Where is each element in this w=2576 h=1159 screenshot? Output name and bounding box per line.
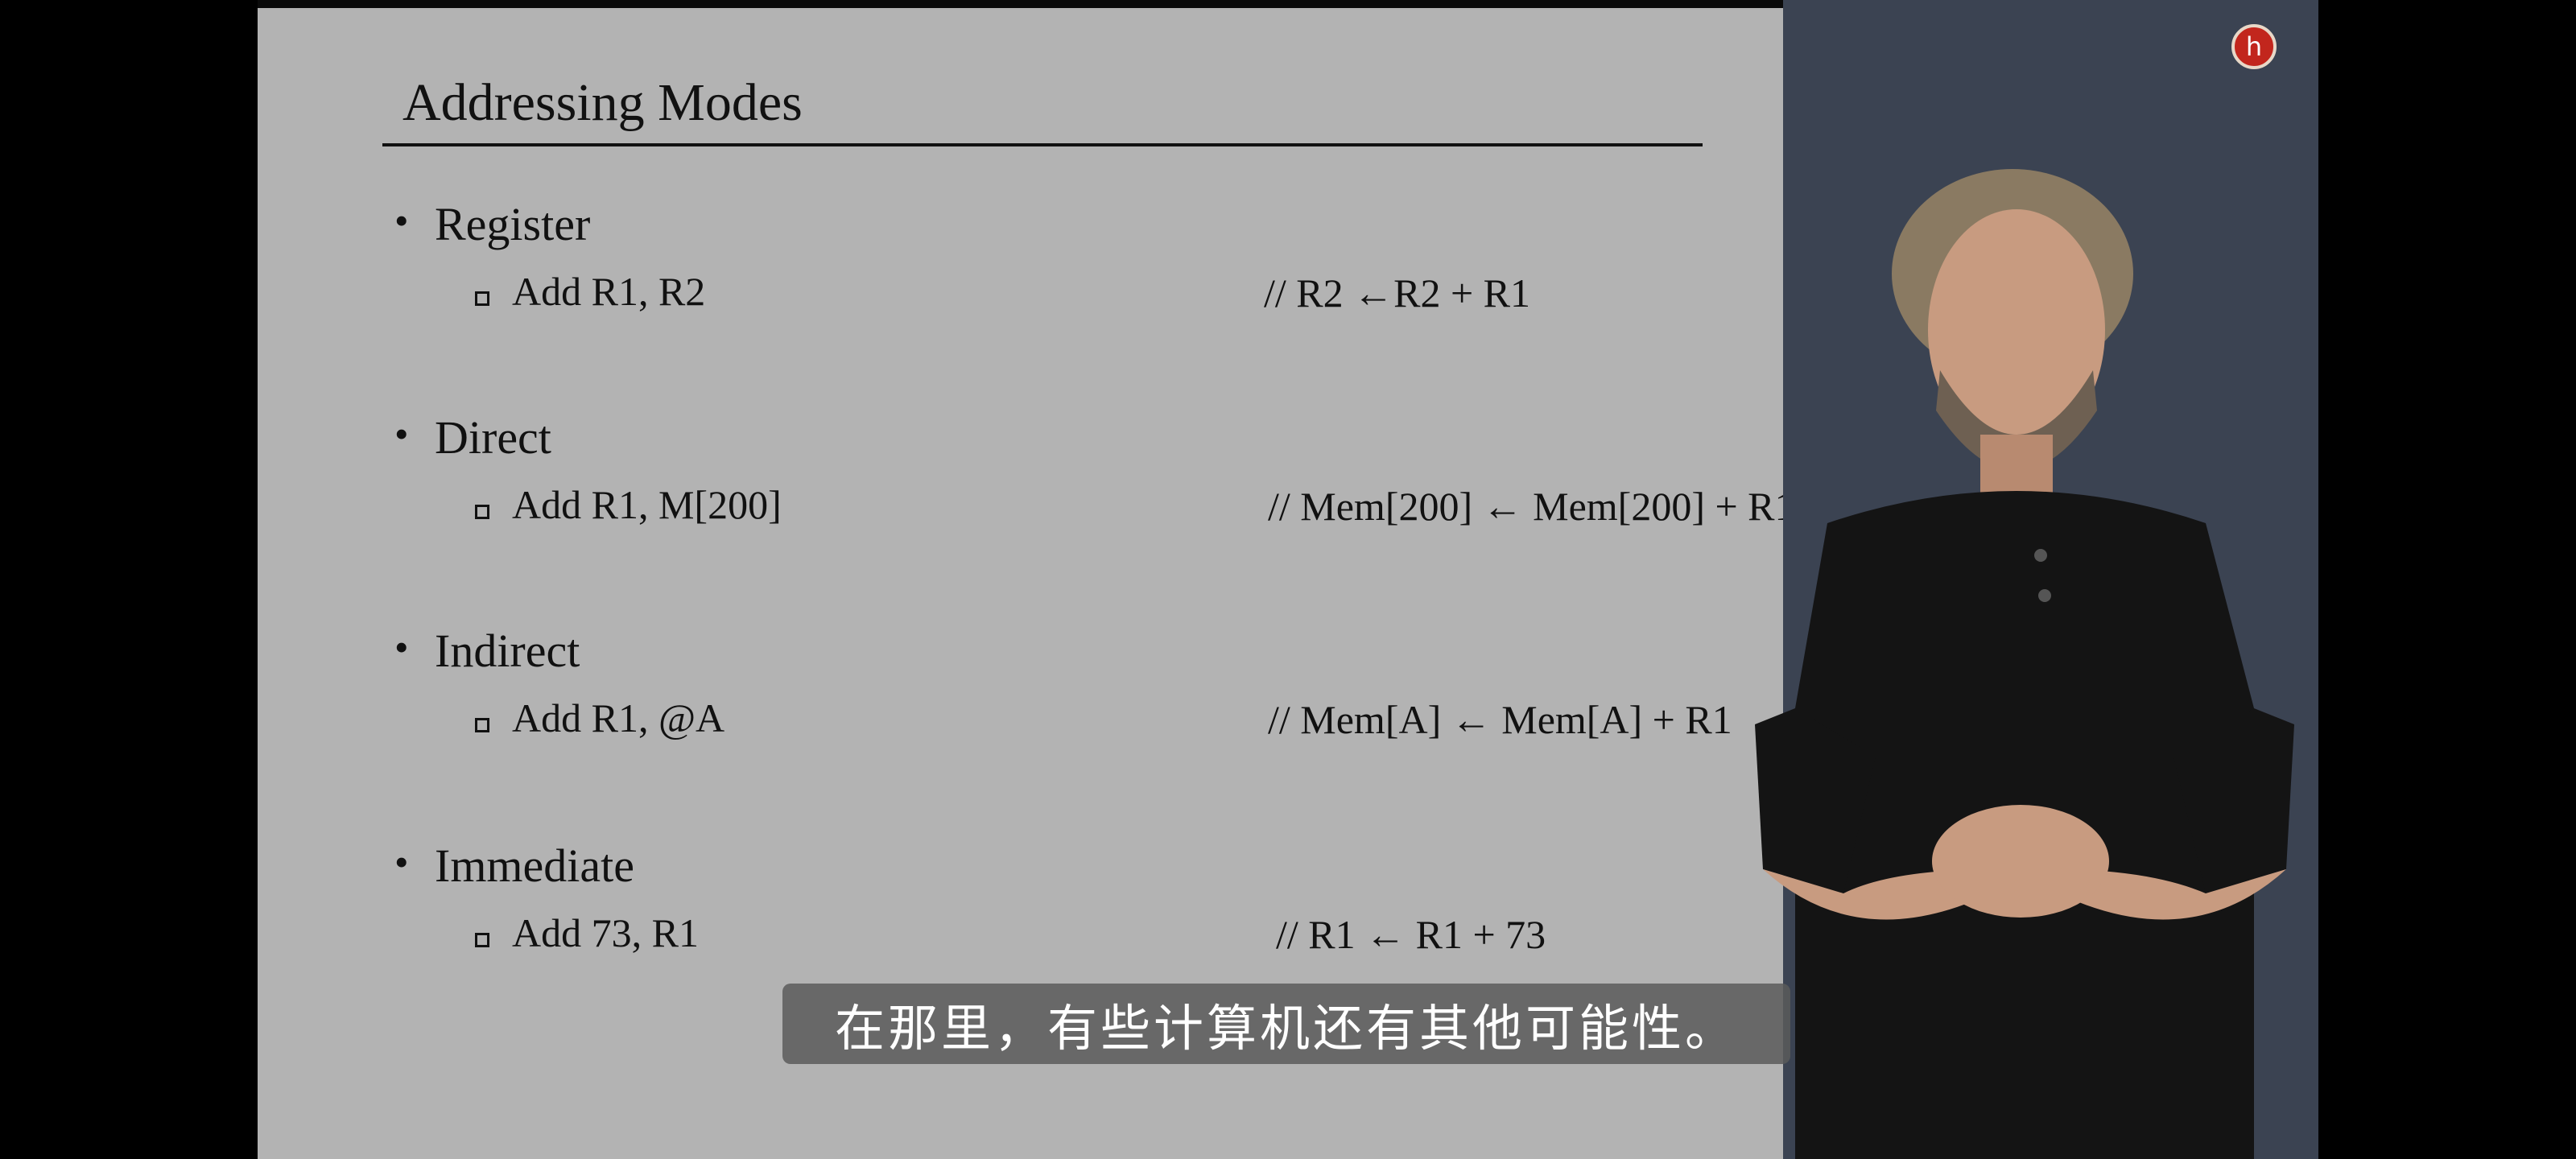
instruction-text: Add R1, M[200] bbox=[512, 482, 782, 527]
section-heading: Direct bbox=[435, 411, 551, 464]
square-bullet-icon bbox=[475, 933, 489, 948]
presenter-hands bbox=[1932, 805, 2109, 918]
square-bullet-icon bbox=[475, 291, 489, 307]
presenter-beard bbox=[1936, 370, 2097, 471]
instruction-line: Add R1, @A bbox=[475, 695, 724, 741]
video-subtitle: 在那里，有些计算机还有其他可能性。 bbox=[782, 984, 1790, 1064]
video-top-bar bbox=[258, 0, 2318, 8]
instruction-comment: // R2 ←R2 + R1 bbox=[1264, 270, 1531, 316]
instruction-comment: // Mem[200] ← Mem[200] + R1 bbox=[1268, 484, 1795, 529]
instruction-comment: // R1 ← R1 + 73 bbox=[1276, 912, 1546, 957]
square-bullet-icon bbox=[475, 718, 489, 733]
section-heading: Register bbox=[435, 198, 591, 250]
lecture-slide: Addressing Modes • Register Add R1, R2 /… bbox=[258, 8, 1795, 1159]
instruction-text: Add 73, R1 bbox=[512, 910, 699, 955]
title-divider bbox=[382, 143, 1703, 146]
bullet-icon: • bbox=[394, 839, 409, 885]
bullet-icon: • bbox=[394, 198, 409, 243]
slide-title: Addressing Modes bbox=[402, 73, 803, 132]
bullet-icon: • bbox=[394, 411, 409, 456]
instruction-text: Add R1, R2 bbox=[512, 269, 706, 314]
instruction-text: Add R1, @A bbox=[512, 695, 725, 740]
section-heading: Immediate bbox=[435, 839, 635, 892]
instruction-comment: // Mem[A] ← Mem[A] + R1 bbox=[1268, 697, 1732, 742]
instruction-line: Add R1, M[200] bbox=[475, 481, 782, 528]
instruction-line: Add 73, R1 bbox=[475, 909, 699, 956]
square-bullet-icon bbox=[475, 505, 489, 520]
channel-logo-icon: h bbox=[2231, 24, 2277, 69]
instruction-line: Add R1, R2 bbox=[475, 268, 705, 315]
bullet-icon: • bbox=[394, 625, 409, 670]
presenter-face bbox=[1928, 209, 2105, 451]
presenter-figure bbox=[1755, 169, 2294, 1159]
section-heading: Indirect bbox=[435, 625, 580, 677]
